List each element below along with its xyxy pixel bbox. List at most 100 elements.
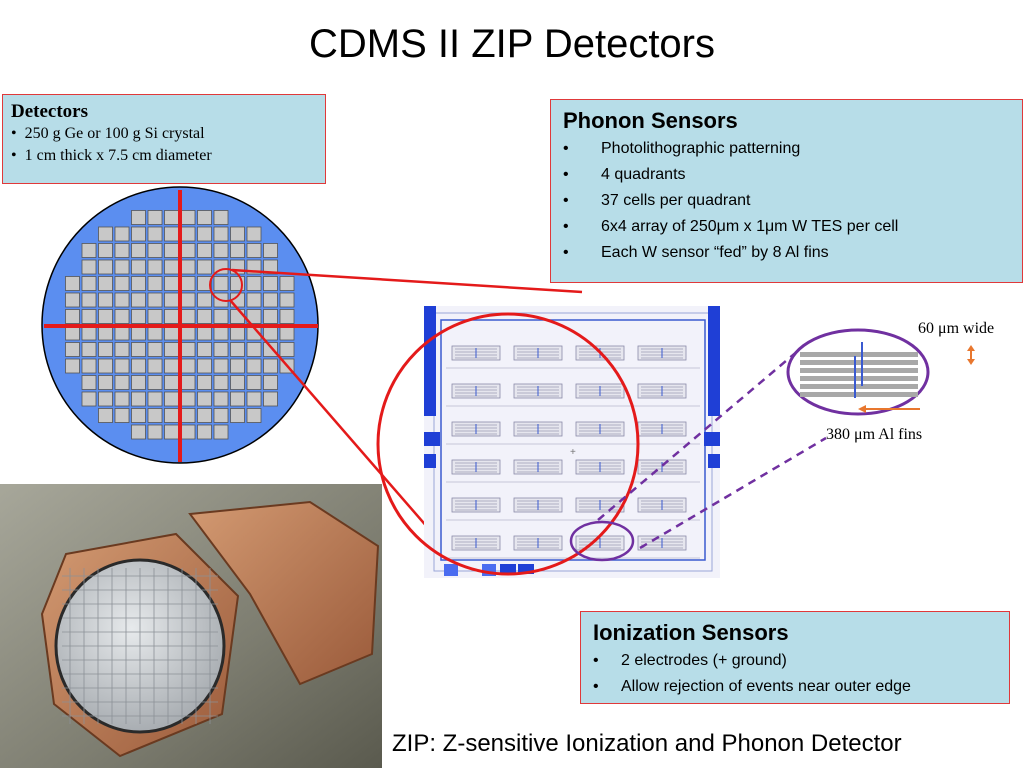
wafer-cell xyxy=(197,408,212,423)
wafer-cell xyxy=(213,408,229,423)
center-mark: + xyxy=(570,447,576,458)
detectors-item: 250 g Ge or 100 g Si crystal xyxy=(11,123,325,145)
slide-caption: ZIP: Z-sensitive Ionization and Phonon D… xyxy=(392,730,902,757)
wafer-cell xyxy=(81,391,97,407)
tes-sensor-rows xyxy=(446,345,700,559)
wafer-cell xyxy=(279,325,295,341)
wafer-cell xyxy=(131,259,146,275)
wafer-cell xyxy=(230,408,245,423)
wafer-cell xyxy=(164,358,179,374)
wafer-cell xyxy=(114,342,130,357)
wafer-cell xyxy=(147,391,163,407)
ionization-list: 2 electrodes (+ ground) Allow rejection … xyxy=(593,648,1009,700)
electrode-pad-left-bottom xyxy=(424,454,436,468)
wafer-cell xyxy=(213,243,229,258)
electrode-pad-right-bottom xyxy=(708,454,720,468)
wafer-cell xyxy=(180,243,196,258)
wafer-cell xyxy=(131,210,146,225)
wafer-diagram xyxy=(41,186,319,464)
wafer-cell xyxy=(98,276,113,291)
wafer-cell xyxy=(164,408,179,423)
zoom-line-top xyxy=(231,268,583,294)
wafer-cell xyxy=(114,358,130,374)
al-fin xyxy=(800,376,918,381)
phonon-list: Photolithographic patterning 4 quadrants… xyxy=(563,136,1022,266)
wafer-cell xyxy=(81,276,97,291)
al-fin xyxy=(800,360,918,365)
wafer-cell xyxy=(114,391,130,407)
ionization-item: 2 electrodes (+ ground) xyxy=(593,648,1009,674)
wafer-cell xyxy=(147,226,163,242)
wafer-cell xyxy=(114,243,130,258)
wafer-cell xyxy=(180,391,196,407)
wafer-cell xyxy=(131,342,146,357)
detectors-list: 250 g Ge or 100 g Si crystal 1 cm thick … xyxy=(11,123,325,167)
wafer-cell xyxy=(114,309,130,324)
phonon-sensors-textbox: Phonon Sensors Photolithographic pattern… xyxy=(550,99,1023,283)
wafer-cell xyxy=(197,259,212,275)
wafer-cell xyxy=(197,424,212,440)
wafer-cell xyxy=(98,292,113,308)
wafer-cell xyxy=(147,358,163,374)
wafer-cell xyxy=(131,408,146,423)
bond-pad xyxy=(518,564,534,574)
width-arrow-head-bottom xyxy=(967,359,975,365)
wafer-cell xyxy=(114,325,130,341)
al-fins xyxy=(800,352,918,397)
wafer-cell xyxy=(180,276,196,291)
al-fins-zoom xyxy=(786,328,975,416)
wafer-cell xyxy=(131,358,146,374)
phonon-item: Each W sensor “fed” by 8 Al fins xyxy=(563,240,1022,266)
wafer-cell xyxy=(131,243,146,258)
fin-length-label: 380 μm Al fins xyxy=(826,426,923,443)
wafer-cell xyxy=(246,276,262,291)
wafer-cell xyxy=(164,259,179,275)
bond-pad xyxy=(500,564,516,574)
sensor-cell-layout: + xyxy=(424,306,720,578)
wafer-cell xyxy=(164,243,179,258)
wafer-cell xyxy=(81,243,97,258)
wafer-cell xyxy=(213,309,229,324)
wafer-cell xyxy=(164,424,179,440)
wafer-cell xyxy=(114,259,130,275)
wafer-cell xyxy=(197,210,212,225)
wafer-cell xyxy=(180,358,196,374)
wafer-cell xyxy=(230,226,245,242)
wafer-cell xyxy=(213,391,229,407)
wafer-cell xyxy=(213,226,229,242)
wafer-cell xyxy=(180,309,196,324)
wafer-cell xyxy=(246,243,262,258)
wafer-cell xyxy=(131,424,146,440)
electrode-pad-right xyxy=(704,432,720,446)
wafer-cell xyxy=(213,325,229,341)
wafer-cell xyxy=(65,325,80,341)
wafer-cell xyxy=(147,243,163,258)
wafer-cell xyxy=(263,276,278,291)
wafer-cell xyxy=(230,375,245,390)
phonon-item: 6x4 array of 250μm x 1μm W TES per cell xyxy=(563,214,1022,240)
wafer-cell xyxy=(263,391,278,407)
wafer-cell xyxy=(164,226,179,242)
wafer-cell xyxy=(131,292,146,308)
wafer-cell xyxy=(147,309,163,324)
wafer-cell xyxy=(98,325,113,341)
wafer-cell xyxy=(164,342,179,357)
wafer-cell xyxy=(263,325,278,341)
wafer-cell xyxy=(114,292,130,308)
wafer-cell xyxy=(246,226,262,242)
phonon-item: Photolithographic patterning xyxy=(563,136,1022,162)
wafer-cell xyxy=(263,292,278,308)
wafer-cell xyxy=(81,325,97,341)
wafer-cell xyxy=(147,259,163,275)
wafer-cell xyxy=(131,375,146,390)
wafer-cell xyxy=(114,276,130,291)
wafer-cell xyxy=(230,309,245,324)
wafer-cell xyxy=(147,210,163,225)
wafer-cell xyxy=(98,243,113,258)
wafer-cell xyxy=(81,259,97,275)
wafer-cell xyxy=(213,276,229,291)
wafer-cell xyxy=(164,210,179,225)
wafer-cell xyxy=(180,292,196,308)
wafer-cell xyxy=(230,358,245,374)
wafer-cell xyxy=(197,226,212,242)
